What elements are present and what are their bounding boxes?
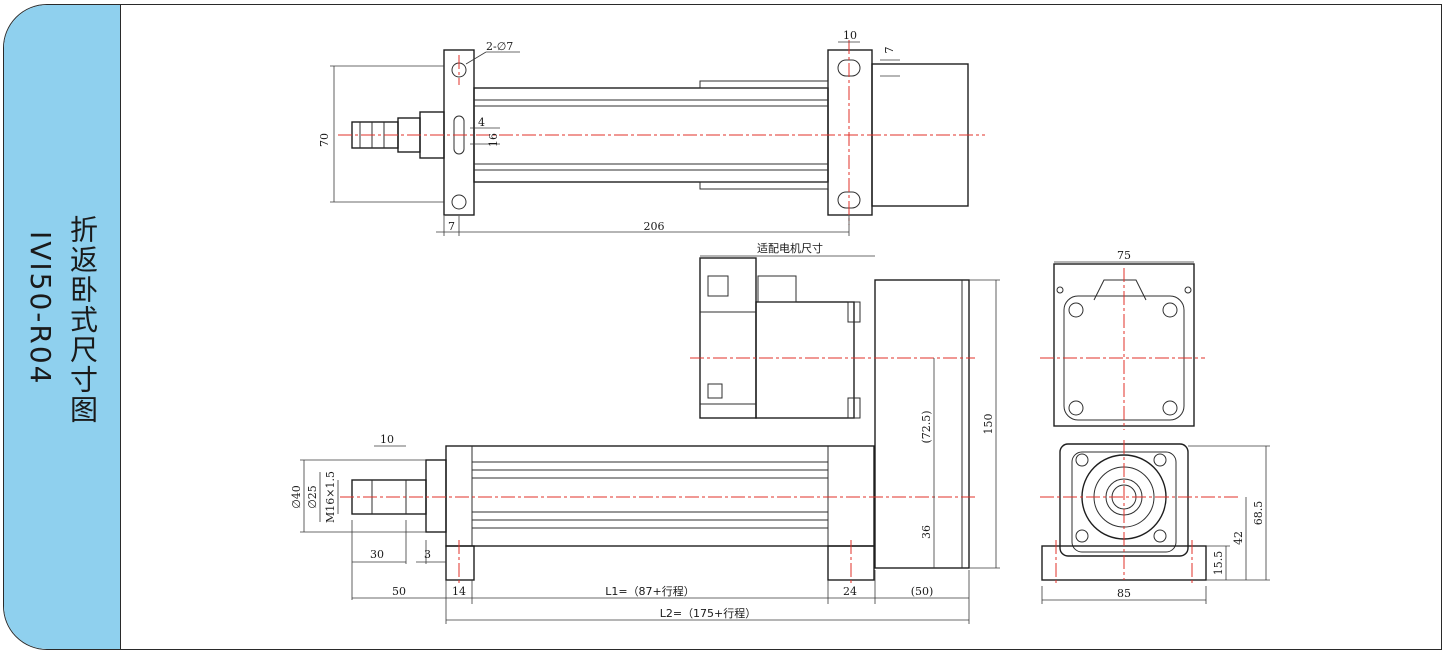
dim-24: 24	[843, 585, 857, 598]
dim-150: 150	[982, 414, 995, 435]
top-view: 70 2-∅7 4 16 10 7 7 206	[318, 29, 985, 236]
dim-206: 206	[644, 220, 665, 233]
drawing-title: 折返卧式尺寸图	[66, 215, 99, 425]
dim-l2: L2=（175+行程）	[660, 607, 757, 620]
dim-14: 14	[452, 585, 466, 598]
title-panel: 折返卧式尺寸图 IVI50-R04	[4, 5, 121, 649]
rear-mount-plate	[827, 49, 873, 216]
dim-42: 42	[1232, 531, 1245, 545]
foot-front	[445, 545, 475, 581]
side-view: 适配电机尺寸 150 (72.5) 36 10 ∅40 ∅25 M16×1.5 …	[290, 241, 1000, 624]
dim-m16: M16×1.5	[324, 471, 337, 523]
servo-motor	[755, 301, 855, 419]
dim-72-5: (72.5)	[920, 410, 933, 443]
dim-7-bottom: 7	[448, 220, 455, 233]
dim-4: 4	[478, 116, 485, 129]
model-code: IVI50-R04	[24, 231, 57, 386]
drawing-sheet: 折返卧式尺寸图 IVI50-R04	[3, 4, 1442, 650]
mount-hole	[451, 194, 467, 210]
dim-30: 30	[370, 548, 384, 561]
dim-7-top: 7	[883, 47, 896, 54]
dim-16: 16	[487, 133, 500, 147]
dim-68-5: 68.5	[1252, 501, 1265, 526]
dim-75: 75	[1117, 249, 1131, 262]
dim-phi25: ∅25	[306, 485, 319, 509]
dim-hole: 2-∅7	[486, 40, 513, 53]
dim-10-front: 10	[380, 433, 394, 446]
cylinder-body-side	[445, 445, 875, 547]
dim-10-top: 10	[843, 29, 857, 42]
dim-36: 36	[920, 525, 933, 539]
dim-3: 3	[424, 548, 431, 561]
dim-phi40: ∅40	[290, 485, 303, 509]
dim-15-5: 15.5	[1212, 551, 1225, 576]
belt-housing	[874, 279, 970, 569]
dim-50: 50	[392, 585, 406, 598]
dim-70: 70	[318, 133, 331, 147]
dim-50-paren: (50)	[911, 585, 934, 598]
end-view: 75 85 68.5 42 15.5	[1040, 249, 1270, 604]
dim-85: 85	[1117, 587, 1131, 600]
motor-size-label: 适配电机尺寸	[757, 241, 823, 255]
dim-l1: L1=（87+行程）	[605, 585, 695, 598]
